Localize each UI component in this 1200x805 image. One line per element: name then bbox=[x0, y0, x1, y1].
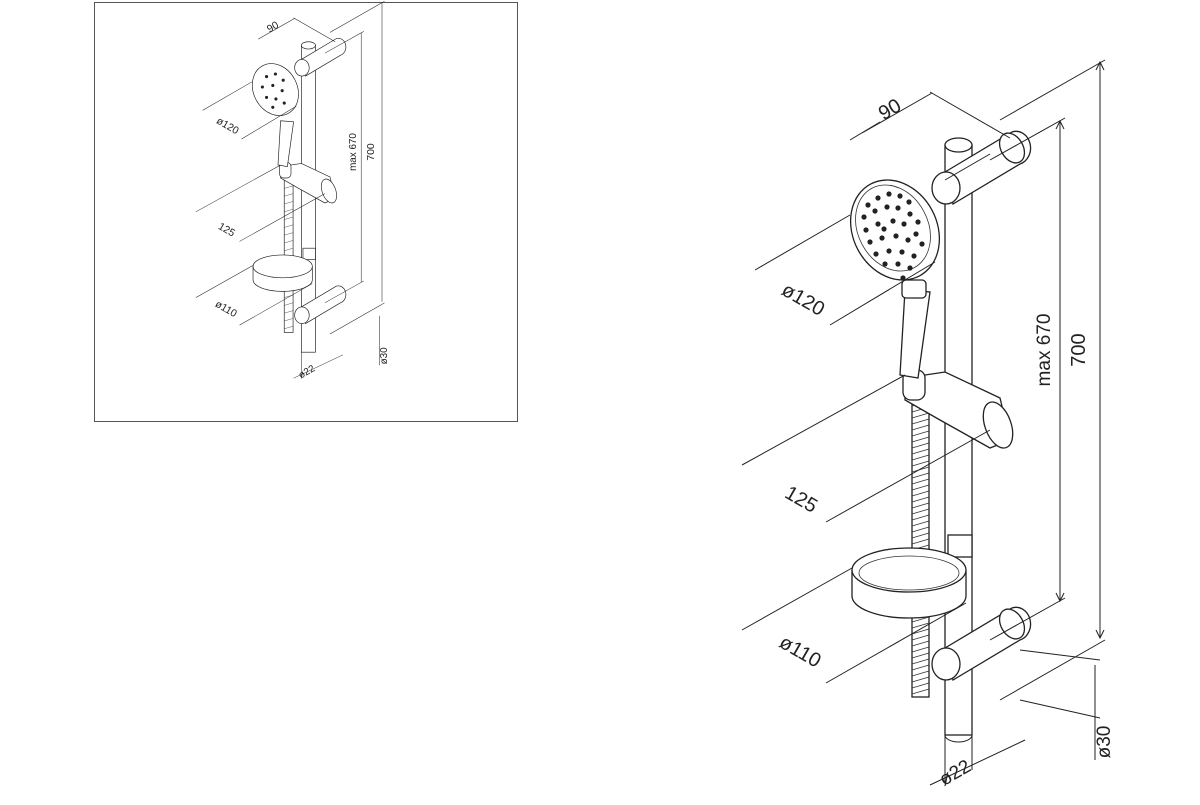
dimension-lines bbox=[741, 59, 1106, 786]
slide-bar bbox=[944, 137, 973, 743]
thumb-dim-holder-offset: 125 bbox=[216, 221, 237, 239]
thumb-dim-bar-height: 700 bbox=[366, 143, 377, 161]
dim-bar-height: 700 bbox=[1068, 333, 1090, 366]
dim-holder-offset: 125 bbox=[781, 482, 821, 518]
thumbnail-drawing: 700 max 670 90 ø120 125 ø110 ø22 ø30 bbox=[195, 0, 390, 381]
dim-bracket-depth: 90 bbox=[875, 95, 905, 125]
thumb-dim-dish-diameter: ø110 bbox=[213, 299, 239, 320]
thumb-dim-head-diameter: ø120 bbox=[214, 116, 240, 137]
hand-shower bbox=[849, 179, 941, 379]
shower-set-drawing: 700 max 670 90 ø120 125 ø110 ø22 ø30 bbox=[741, 59, 1115, 791]
dim-dish-diameter: ø110 bbox=[775, 631, 824, 672]
dim-bar-diameter: ø22 bbox=[936, 756, 975, 791]
dim-max-travel: max 670 bbox=[1034, 314, 1055, 387]
shower-hose bbox=[911, 394, 930, 698]
thumbnail-frame bbox=[94, 2, 518, 422]
thumb-dim-max-travel: max 670 bbox=[348, 133, 359, 171]
soap-dish bbox=[851, 534, 973, 619]
thumb-dim-bracket-depth: 90 bbox=[265, 20, 281, 35]
thumb-dim-bar-diameter: ø22 bbox=[297, 363, 317, 381]
bottom-wall-bracket bbox=[931, 606, 1032, 682]
dim-bracket-diameter: ø30 bbox=[1094, 726, 1115, 759]
slide-holder bbox=[902, 369, 1014, 449]
thumb-dim-bracket-diameter: ø30 bbox=[379, 347, 390, 365]
dim-head-diameter: ø120 bbox=[778, 279, 828, 321]
